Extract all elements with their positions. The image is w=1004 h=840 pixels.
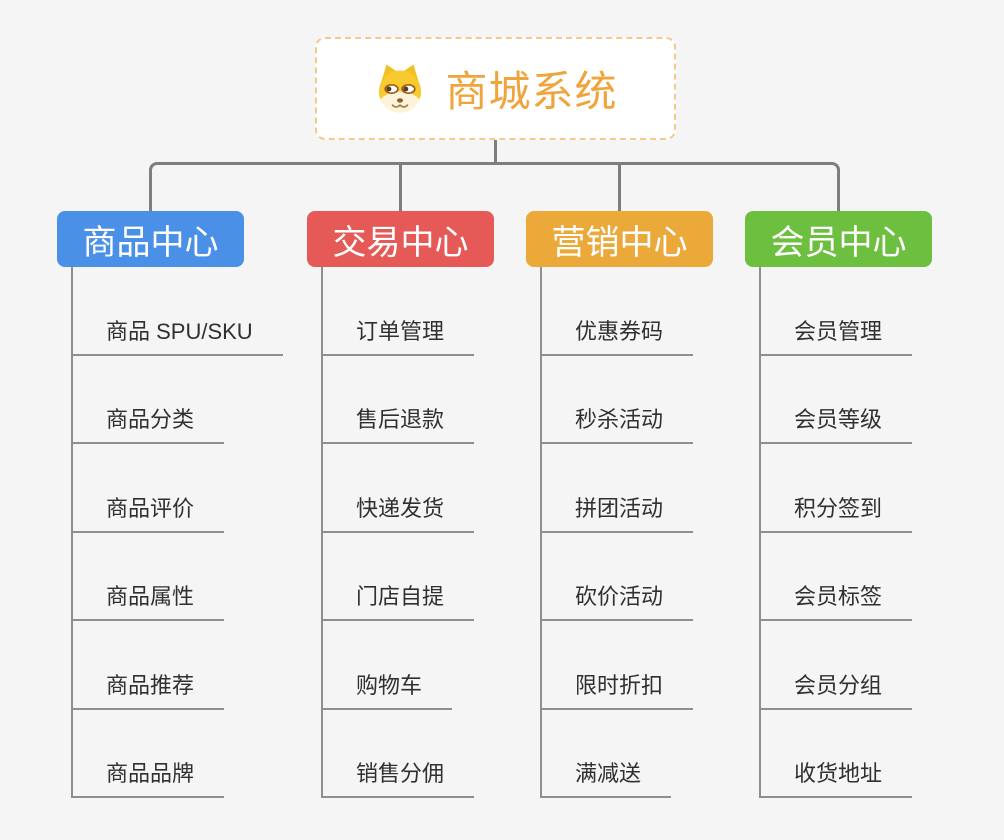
leaf-item[interactable]: 商品分类 [73,356,225,444]
leaf-item[interactable]: 门店自提 [323,533,475,621]
leaf-column-product: 商品 SPU/SKU 商品分类 商品评价 商品属性 商品推荐 商品品牌 [71,267,283,798]
leaf-item[interactable]: 优惠券码 [542,267,694,356]
connector-corner-right [494,162,840,211]
root-node[interactable]: 商城系统 [315,37,676,140]
dog-icon [379,64,422,113]
leaf-item[interactable]: 购物车 [323,621,453,710]
leaf-item[interactable]: 商品属性 [73,533,225,621]
leaf-item[interactable]: 秒杀活动 [542,356,694,444]
leaf-item[interactable]: 会员管理 [761,267,913,356]
branch-node-trade-center[interactable]: 交易中心 [307,211,494,267]
connector-drop-trade [399,164,402,211]
leaf-item[interactable]: 限时折扣 [542,621,694,710]
leaf-item[interactable]: 会员标签 [761,533,913,621]
leaf-item[interactable]: 会员分组 [761,621,913,710]
connector-corner-left [149,162,495,211]
branch-node-marketing-center[interactable]: 营销中心 [526,211,713,267]
connector-drop-marketing [618,164,621,211]
leaf-item[interactable]: 售后退款 [323,356,475,444]
leaf-item[interactable]: 积分签到 [761,444,913,533]
root-title: 商城系统 [445,68,618,115]
leaf-column-member: 会员管理 会员等级 积分签到 会员标签 会员分组 收货地址 [759,267,913,798]
leaf-item[interactable]: 收货地址 [761,710,913,798]
leaf-item[interactable]: 商品品牌 [73,710,225,798]
branch-node-product-center[interactable]: 商品中心 [57,211,244,267]
leaf-item[interactable]: 满减送 [542,710,672,798]
leaf-item[interactable]: 商品 SPU/SKU [73,267,283,356]
leaf-item[interactable]: 砍价活动 [542,533,694,621]
leaf-item[interactable]: 会员等级 [761,356,913,444]
leaf-item[interactable]: 销售分佣 [323,710,475,798]
leaf-item[interactable]: 订单管理 [323,267,475,356]
leaf-column-marketing: 优惠券码 秒杀活动 拼团活动 砍价活动 限时折扣 满减送 [540,267,694,798]
leaf-item[interactable]: 拼团活动 [542,444,694,533]
leaf-item[interactable]: 商品评价 [73,444,225,533]
leaf-item[interactable]: 快递发货 [323,444,475,533]
connector-root-stub [494,140,497,165]
leaf-item[interactable]: 商品推荐 [73,621,225,710]
branch-node-member-center[interactable]: 会员中心 [745,211,932,267]
leaf-column-trade: 订单管理 售后退款 快递发货 门店自提 购物车 销售分佣 [321,267,475,798]
